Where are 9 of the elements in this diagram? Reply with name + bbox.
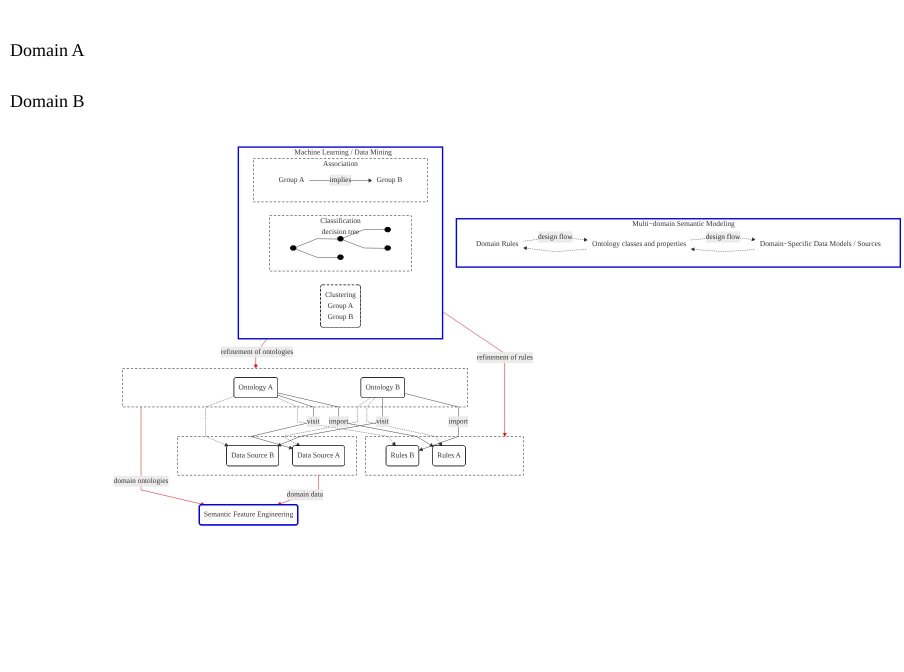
row-label: Domain B: [10, 91, 86, 112]
cluster: [177, 436, 356, 476]
row-label: Domain A: [10, 40, 86, 61]
cluster: [122, 368, 468, 408]
connector: [296, 249, 338, 258]
connector: [296, 238, 338, 248]
connector: [343, 240, 386, 248]
cluster: [365, 436, 524, 476]
connector: [343, 229, 386, 238]
